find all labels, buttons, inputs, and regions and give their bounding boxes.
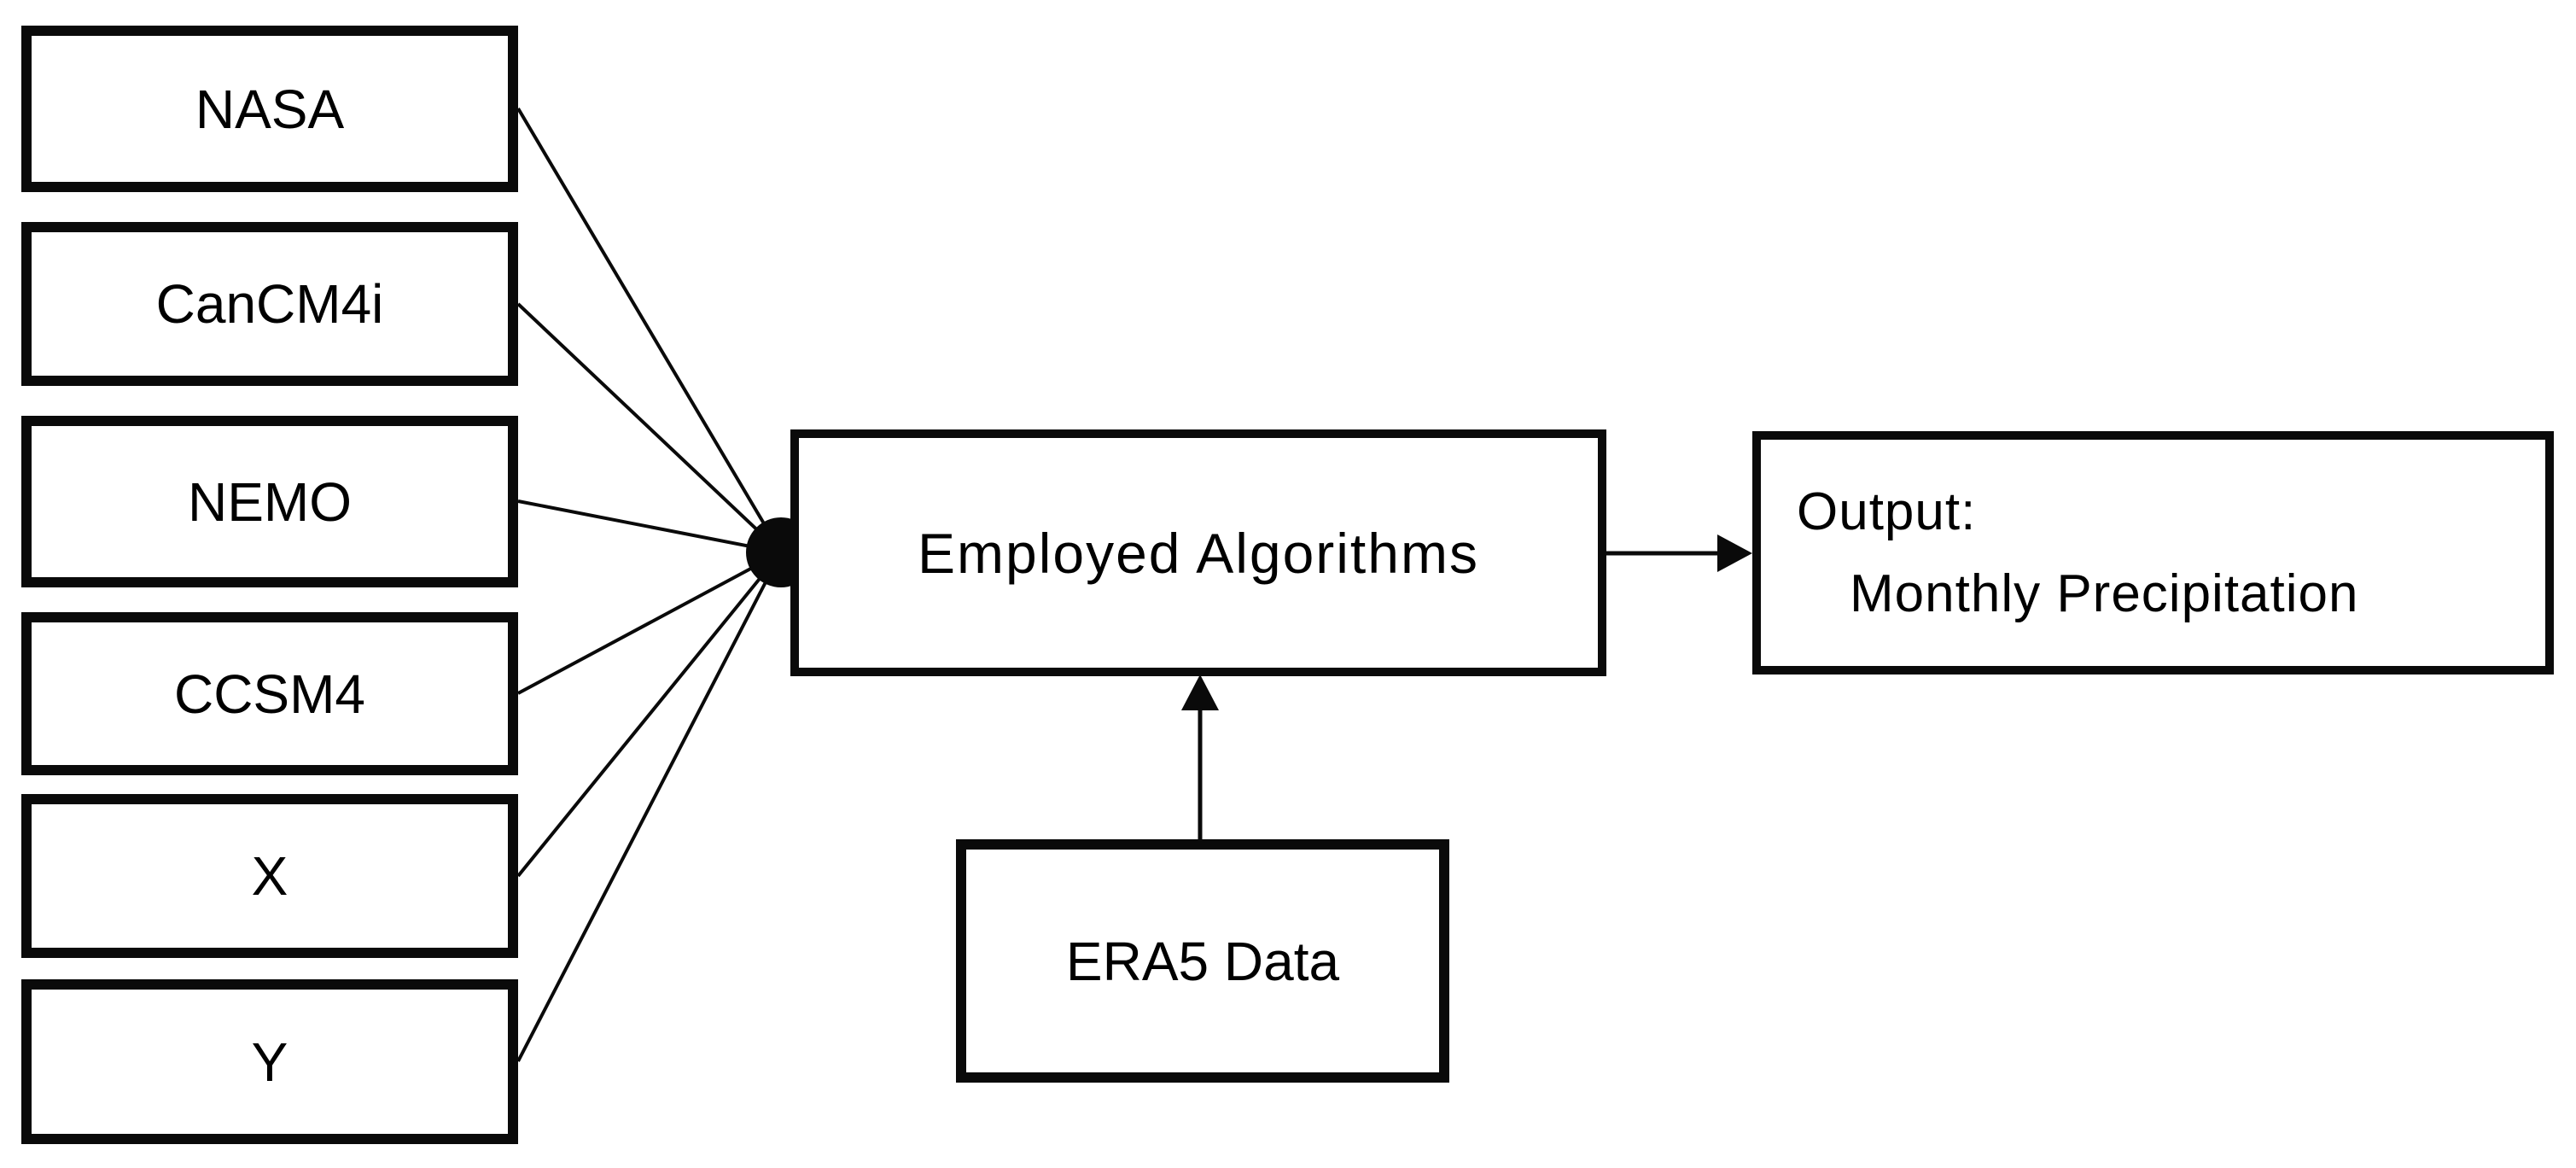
node-output: Output: Monthly Precipitation (1752, 431, 2554, 675)
node-nasa-label: NASA (195, 78, 345, 140)
node-employed-algorithms-label: Employed Algorithms (918, 521, 1479, 585)
node-x-label: X (251, 845, 288, 907)
connector-nasa (516, 107, 783, 554)
node-x: X (21, 794, 518, 958)
connector-cancm4i (516, 302, 783, 554)
node-nemo-label: NEMO (188, 470, 352, 533)
connector-ccsm4 (517, 551, 782, 695)
node-nemo: NEMO (21, 416, 518, 587)
output-label-line2: Monthly Precipitation (1850, 564, 2359, 623)
arrowhead-up-icon (1181, 675, 1219, 710)
arrowhead-right-icon (1717, 534, 1752, 572)
node-y-label: Y (251, 1031, 288, 1093)
node-y: Y (21, 979, 518, 1144)
node-nasa: NASA (21, 26, 518, 192)
node-ccsm4-label: CCSM4 (173, 663, 366, 725)
node-ccsm4: CCSM4 (21, 612, 518, 775)
node-cancm4i-label: CanCM4i (155, 273, 384, 335)
connector-y (516, 552, 783, 1062)
output-label-line1: Output: (1797, 482, 1977, 541)
node-employed-algorithms: Employed Algorithms (790, 429, 1606, 676)
connector-x (516, 551, 783, 878)
node-era5-data: ERA5 Data (956, 839, 1449, 1083)
node-cancm4i: CanCM4i (21, 222, 518, 386)
connector-nemo (517, 499, 782, 554)
node-era5-data-label: ERA5 Data (1065, 930, 1340, 992)
